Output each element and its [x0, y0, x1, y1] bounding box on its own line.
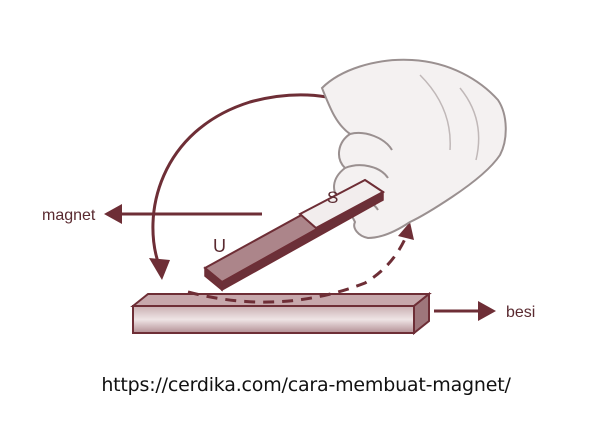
- magnet-arrow-head-icon: [104, 204, 122, 224]
- iron-bar: [133, 294, 429, 333]
- besi-arrow-head-icon: [478, 301, 496, 321]
- north-pole-label: U: [213, 236, 226, 256]
- besi-label: besi: [506, 304, 535, 321]
- source-url: https://cerdika.com/cara-membuat-magnet/: [0, 374, 612, 396]
- bar-magnet: [205, 180, 383, 290]
- magnet-label: magnet: [42, 207, 96, 224]
- magnetization-diagram: magnet besi U S: [0, 0, 612, 370]
- south-pole-label: S: [327, 188, 338, 207]
- arc-arrow-head-icon: [149, 258, 170, 280]
